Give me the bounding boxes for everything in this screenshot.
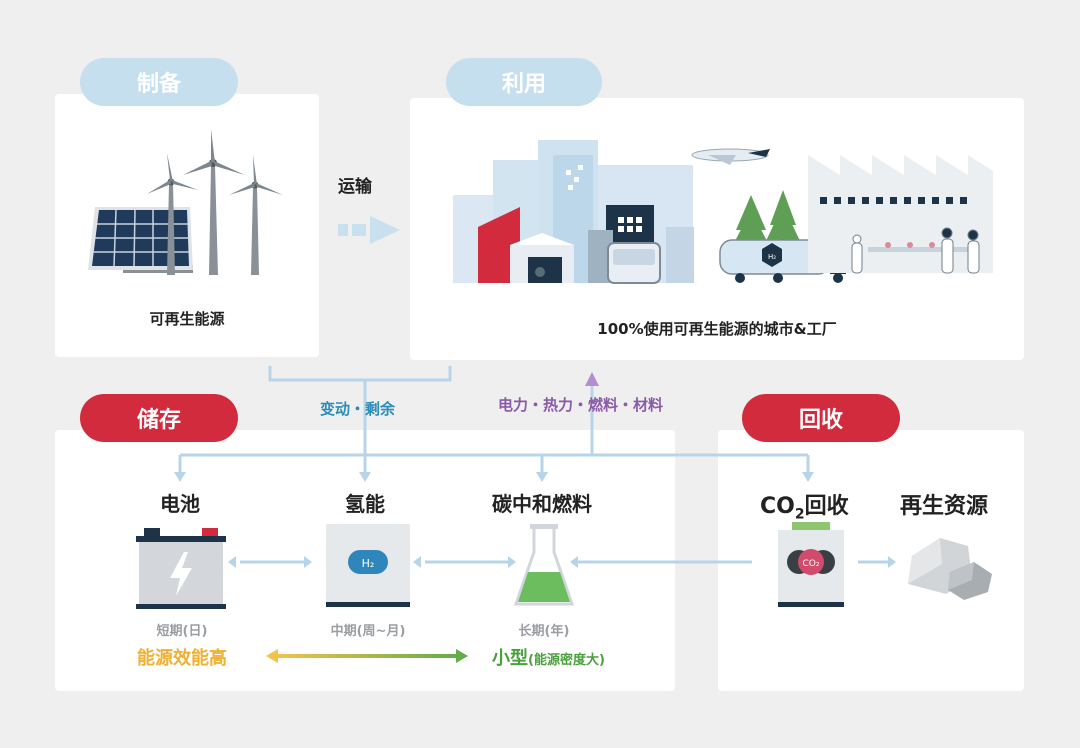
- utilization-label: 利用: [501, 72, 546, 97]
- co2-prefix: CO: [760, 494, 795, 519]
- recycled-resources-icon: [908, 538, 992, 600]
- storage-pill: 储存: [80, 394, 238, 442]
- production-label: 制备: [136, 72, 181, 97]
- compact-note: (能源密度大): [528, 653, 605, 668]
- co2-recovery-title: CO2回收: [760, 488, 849, 522]
- carbon-fuel-title: 碳中和燃料: [492, 492, 592, 516]
- outputs-label: 电力・热力・燃料・材料: [498, 396, 664, 414]
- battery-icon: [136, 528, 226, 609]
- renewable-energy-illustration: [88, 129, 283, 275]
- utilization-pill: 利用: [446, 58, 602, 106]
- city-factory-illustration: H₂: [453, 140, 993, 284]
- co2-icon-label: CO₂: [803, 559, 820, 569]
- storage-label: 储存: [136, 408, 181, 433]
- hydrogen-tank-icon: H₂: [326, 524, 410, 607]
- battery-title: 电池: [160, 492, 200, 516]
- resources-title: 再生资源: [900, 494, 989, 519]
- h2-icon-label: H₂: [362, 557, 375, 570]
- production-pill: 制备: [80, 58, 238, 106]
- worker-icon: [851, 227, 980, 274]
- surplus-label: 变动・剩余: [320, 400, 396, 418]
- hydrogen-title: 氢能: [345, 492, 385, 516]
- hydrogen-term: 中期(周~月): [330, 624, 406, 639]
- compact-label: 小型(能源密度大): [492, 644, 605, 670]
- transport-label: 运输: [338, 177, 372, 197]
- co2-capture-icon: CO₂: [778, 522, 844, 607]
- transport-arrow: [338, 216, 400, 244]
- airplane-icon: [691, 148, 770, 165]
- tree-icon: [732, 190, 800, 255]
- compact-main: 小型: [492, 648, 528, 669]
- co2-subscript: 2: [794, 506, 805, 523]
- city-buildings: [453, 140, 694, 284]
- outputs-arrow-head: [585, 372, 599, 386]
- flask-icon: [513, 524, 575, 606]
- utilization-caption: 100%使用可再生能源的城市&工厂: [597, 320, 837, 338]
- co2-suffix: 回收: [804, 494, 849, 519]
- battery-term: 短期(日): [156, 624, 208, 639]
- recovery-pill: 回收: [742, 394, 900, 442]
- solar-panel-icon: [88, 207, 193, 273]
- factory-icon: [808, 155, 993, 273]
- truck-h2-label: H₂: [768, 253, 776, 261]
- production-caption: 可再生能源: [149, 310, 225, 328]
- scale-arrow: [266, 649, 468, 663]
- surplus-bracket-line: [268, 366, 452, 382]
- efficiency-label: 能源效能高: [137, 648, 227, 669]
- wind-turbine-icon: [147, 129, 283, 275]
- recovery-label: 回收: [798, 408, 843, 433]
- carbon-fuel-term: 长期(年): [518, 624, 570, 639]
